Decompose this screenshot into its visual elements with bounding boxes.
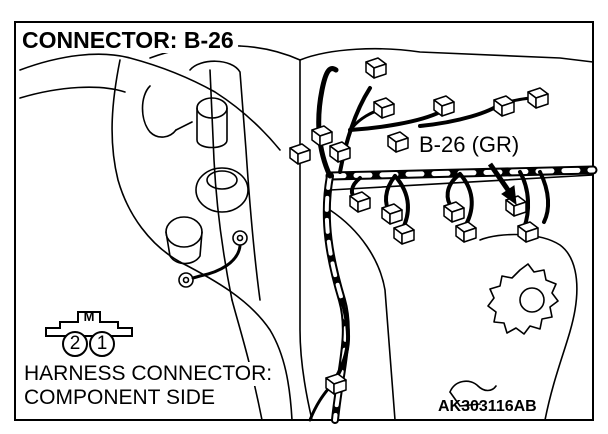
connector-top-2 xyxy=(373,97,395,119)
strut-tower xyxy=(189,60,261,301)
figure-border xyxy=(14,21,594,421)
ground-wire xyxy=(191,244,242,280)
connector-top-3 xyxy=(433,95,455,117)
fender-outline xyxy=(19,53,281,151)
harness-caption-line1: HARNESS CONNECTOR: xyxy=(24,362,275,386)
terminal-1-circle xyxy=(89,331,115,357)
terminal-label-1: 1 xyxy=(96,333,108,354)
connector-bottom xyxy=(325,373,347,395)
connector-cluster-2 xyxy=(289,143,311,165)
terminal-label-2: 2 xyxy=(69,333,81,354)
connector-callout-label: B-26 (GR) xyxy=(416,132,523,158)
ground-terminal-upper xyxy=(232,230,248,246)
harness-connector-symbol xyxy=(45,311,133,357)
injector-connector-2 xyxy=(381,203,403,225)
relay-cap xyxy=(165,216,203,248)
injector-connector-6 xyxy=(517,221,539,243)
connector-top-4 xyxy=(493,95,515,117)
connector-mid-1 xyxy=(387,131,409,153)
callout-arrow xyxy=(487,162,517,206)
figure-id: AK303116AB xyxy=(438,398,537,415)
reservoir-body xyxy=(195,167,249,213)
page-title: CONNECTOR: B-26 xyxy=(22,27,238,53)
injector-connector-3 xyxy=(393,223,415,245)
connector-cluster-3 xyxy=(329,141,351,163)
pulley-gear xyxy=(487,263,559,335)
connector-top-1 xyxy=(365,57,387,79)
injector-connector-1 xyxy=(349,191,371,213)
harness-caption-line2: COMPONENT SIDE xyxy=(24,386,217,410)
terminal-2-circle xyxy=(62,331,88,357)
ground-terminal-lower xyxy=(178,272,194,288)
intake-manifold xyxy=(299,47,594,63)
connector-cluster-1 xyxy=(311,125,333,147)
connector-top-5 xyxy=(527,87,549,109)
injector-connector-4 xyxy=(443,201,465,223)
terminal-key-label: M xyxy=(83,309,95,324)
injector-connector-5 xyxy=(455,221,477,243)
